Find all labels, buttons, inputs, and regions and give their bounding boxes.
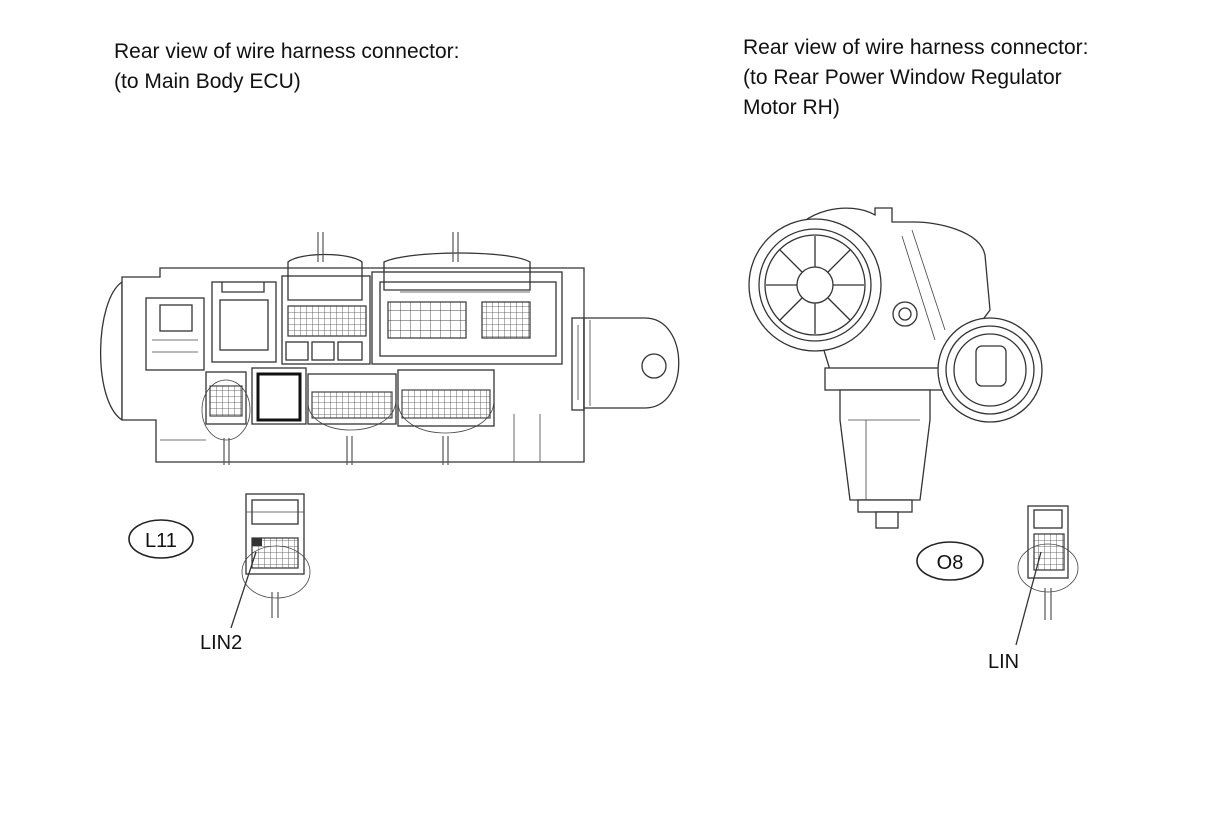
- connector-code-badge-o8: O8: [916, 541, 984, 581]
- caption-line: (to Rear Power Window Regulator: [743, 66, 1062, 89]
- caption-power-window-motor: Rear view of wire harness connector: (to…: [743, 33, 1089, 123]
- main-body-ecu-drawing: [100, 232, 680, 465]
- caption-line: Motor RH): [743, 96, 840, 119]
- connector-l11-drawing: [230, 493, 311, 629]
- caption-main-body-ecu: Rear view of wire harness connector: (to…: [114, 37, 460, 97]
- connector-o8-drawing: [1015, 505, 1079, 646]
- caption-line: Rear view of wire harness connector:: [743, 36, 1089, 59]
- power-window-motor-drawing: [748, 207, 1043, 529]
- connector-code-o8: O8: [937, 552, 964, 574]
- connector-code-l11: L11: [145, 530, 177, 552]
- terminal-label-lin: LIN: [988, 651, 1019, 673]
- terminal-label-lin2: LIN2: [200, 632, 242, 654]
- caption-line: Rear view of wire harness connector:: [114, 40, 460, 63]
- connector-code-badge-l11: L11: [128, 519, 194, 559]
- caption-line: (to Main Body ECU): [114, 70, 301, 93]
